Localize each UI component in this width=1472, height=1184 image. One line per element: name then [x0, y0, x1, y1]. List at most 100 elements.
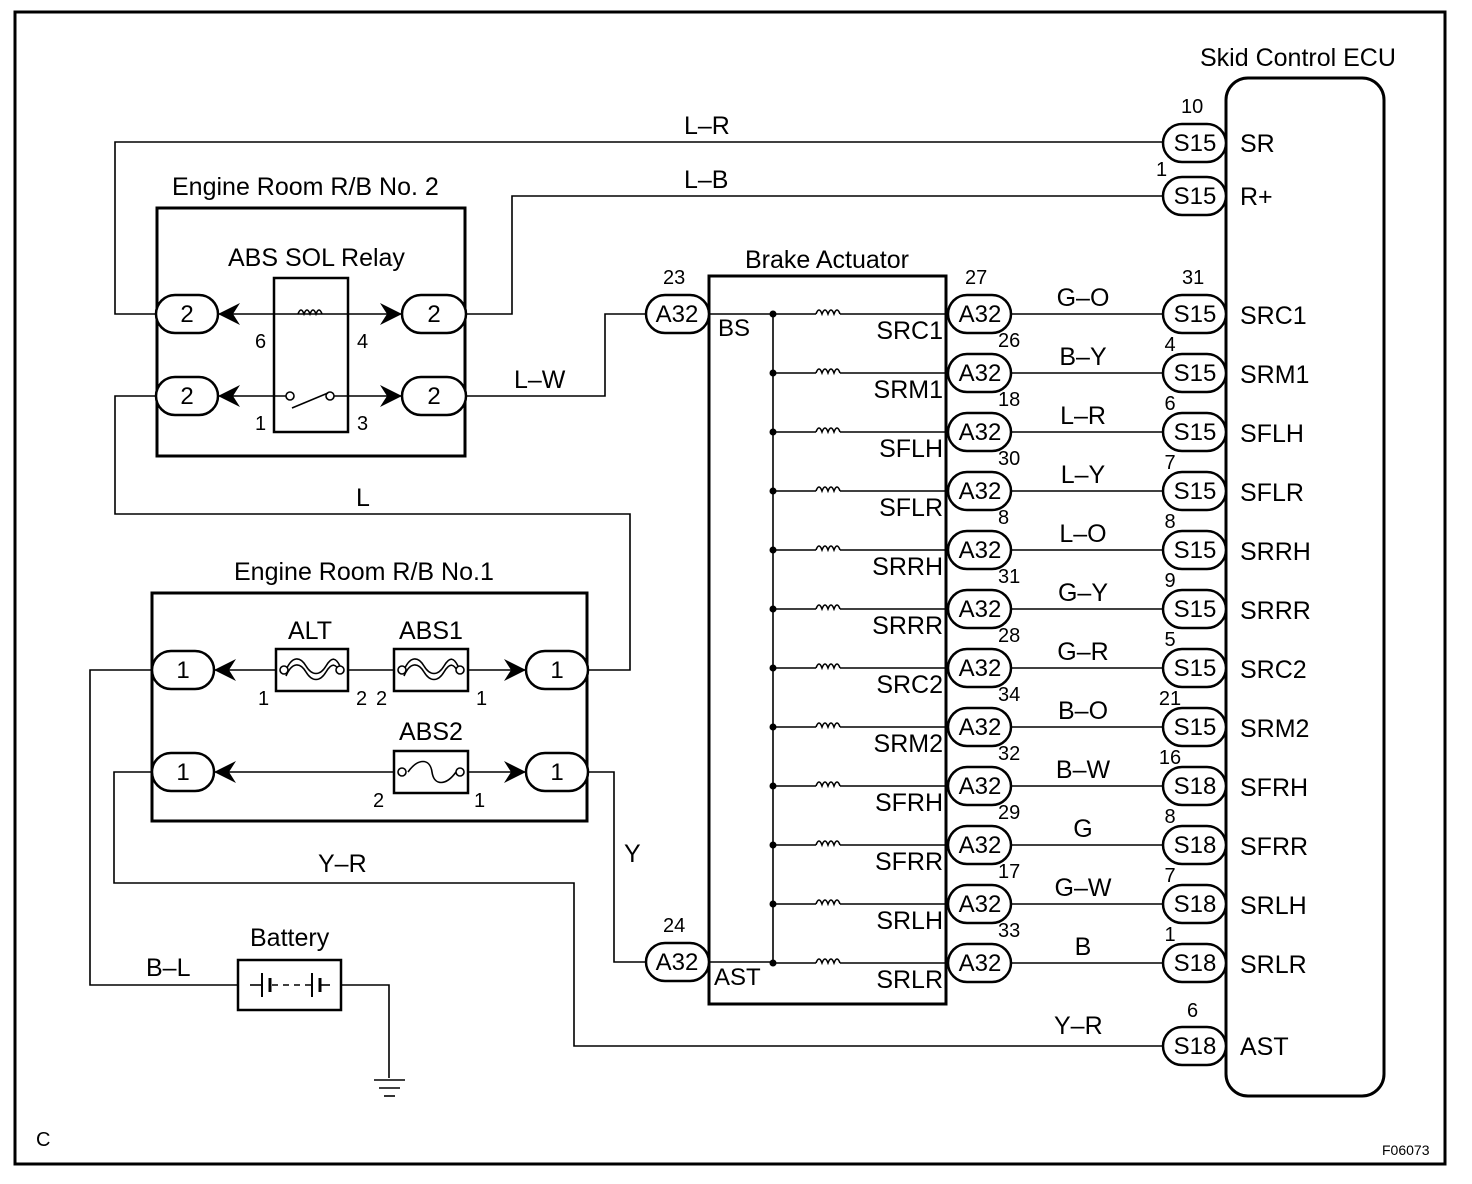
wire-color-label: G–O [1057, 284, 1110, 312]
rb-connectors [150, 293, 590, 793]
wire-color-label: B–O [1058, 697, 1108, 725]
ecu-pin-number: 4 [1164, 334, 1175, 356]
wire-yr-label: Y–R [318, 850, 367, 878]
diagram-frame [13, 10, 1447, 1166]
actuator-label: Brake Actuator [745, 246, 909, 274]
wire-color-label: B–Y [1059, 343, 1107, 371]
ecu-ast-pin: 6 [1187, 1000, 1198, 1022]
actuator-terminal-label: SRLR [876, 966, 943, 994]
ecu-ast-term: AST [1240, 1033, 1289, 1061]
ecu-ast-connector [1161, 1025, 1228, 1067]
ecu-connector [1161, 647, 1228, 689]
ecu-pin-number: 31 [1182, 267, 1204, 289]
rb2-label: Engine Room R/B No. 2 [172, 173, 439, 201]
ecu-terminal-label: SRM2 [1240, 715, 1309, 743]
relay-pin-4: 4 [357, 331, 368, 353]
wire-color-label: B [1075, 933, 1092, 961]
actuator-connector-label: A32 [959, 360, 1002, 387]
wire-color-label: L–R [1060, 402, 1106, 430]
solenoid-coil-icon [815, 427, 841, 435]
ecu-pin-number: 1 [1164, 924, 1175, 946]
wire-color-label: G–Y [1058, 579, 1108, 607]
actuator-connector-label: A32 [959, 891, 1002, 918]
actuator-terminal-label: SFLR [879, 494, 943, 522]
ecu-connector-label: S18 [1174, 832, 1217, 859]
ecu-terminal-label: SFLH [1240, 420, 1304, 448]
solenoid-coil-icon [815, 604, 841, 612]
actuator-connector-label: A32 [959, 714, 1002, 741]
solenoid-coil-icon [815, 781, 841, 789]
actuator-connector [946, 470, 1013, 512]
ecu-connector [1161, 470, 1228, 512]
engine-room-rb2 [155, 206, 467, 458]
ecu-pin-number: 5 [1164, 629, 1175, 651]
actuator-connector-label: A32 [959, 950, 1002, 977]
wire-rplus-label: L–B [684, 166, 728, 194]
actuator-connector [946, 883, 1013, 925]
actuator-connector-label: A32 [959, 301, 1002, 328]
actuator-terminal-label: SRM2 [874, 730, 943, 758]
actuator-pin-number: 26 [998, 330, 1020, 352]
ecu-terminal-label: SFRH [1240, 774, 1308, 802]
ecu-connector-label: S18 [1174, 950, 1217, 977]
ecu-pin-number: 7 [1164, 865, 1175, 887]
rb1-label: Engine Room R/B No.1 [234, 558, 494, 586]
brake-actuator [707, 274, 948, 1006]
wire-yr2-label: Y–R [1054, 1012, 1103, 1040]
actuator-connector [946, 529, 1013, 571]
ecu-sr-conn-label: S15 [1174, 130, 1217, 157]
actuator-pin-number: 18 [998, 389, 1020, 411]
ecu-connector [1161, 765, 1228, 807]
actuator-pin-number: 17 [998, 861, 1020, 883]
relay-coil-icon [297, 309, 323, 317]
relay-conn-bl: 2 [180, 383, 193, 410]
wire-lw-label: L–W [514, 366, 566, 394]
solenoid-coil-icon [815, 840, 841, 848]
actuator-terminal-label: SFRH [875, 789, 943, 817]
terminal-arrows [214, 303, 526, 783]
actuator-pin-number: 8 [998, 507, 1009, 529]
actuator-connector [946, 765, 1013, 807]
solenoid-coil-icon [815, 368, 841, 376]
abs1-pin-2: 2 [376, 688, 387, 710]
ecu-terminal-label: SFLR [1240, 479, 1304, 507]
relay-pin-6: 6 [255, 331, 266, 353]
fuse-alt-label: ALT [288, 617, 332, 645]
bs-pin-label: 23 [663, 267, 685, 289]
actuator-connector [946, 706, 1013, 748]
engine-room-rb1 [150, 591, 589, 823]
fuse-abs2-label: ABS2 [399, 718, 463, 746]
abs2-pin-2: 2 [373, 790, 384, 812]
corner-letter: C [36, 1129, 50, 1151]
wire-color-label: G–R [1057, 638, 1108, 666]
ecu-pin-number: 9 [1164, 570, 1175, 592]
ecu-connector-label: S15 [1174, 419, 1217, 446]
alt-pin-1: 1 [258, 688, 269, 710]
rb1-conn-bl: 1 [176, 759, 189, 786]
wire-color-label: B–W [1056, 756, 1111, 784]
wire-color-label: L–Y [1061, 461, 1106, 489]
ecu-connector [1161, 411, 1228, 453]
abs-sol-relay [272, 276, 350, 434]
ecu-connector-label: S18 [1174, 773, 1217, 800]
actuator-terminal-label: SRRH [872, 553, 943, 581]
wire-color-label: L–O [1059, 520, 1106, 548]
actuator-terminal-label: SRM1 [874, 376, 943, 404]
ecu-sr-connector [1161, 122, 1228, 164]
wire-l-label: L [356, 484, 370, 512]
actuator-pin-number: 29 [998, 802, 1020, 824]
relay-conn-tr: 2 [427, 301, 440, 328]
ecu-pin-number: 21 [1159, 688, 1181, 710]
bs-term-label: BS [718, 315, 750, 342]
ecu-pin-number: 7 [1164, 452, 1175, 474]
ecu-connector [1161, 883, 1228, 925]
actuator-terminal-label: SRRR [872, 612, 943, 640]
ecu-terminal-label: SRC1 [1240, 302, 1307, 330]
ecu-connector [1161, 706, 1228, 748]
